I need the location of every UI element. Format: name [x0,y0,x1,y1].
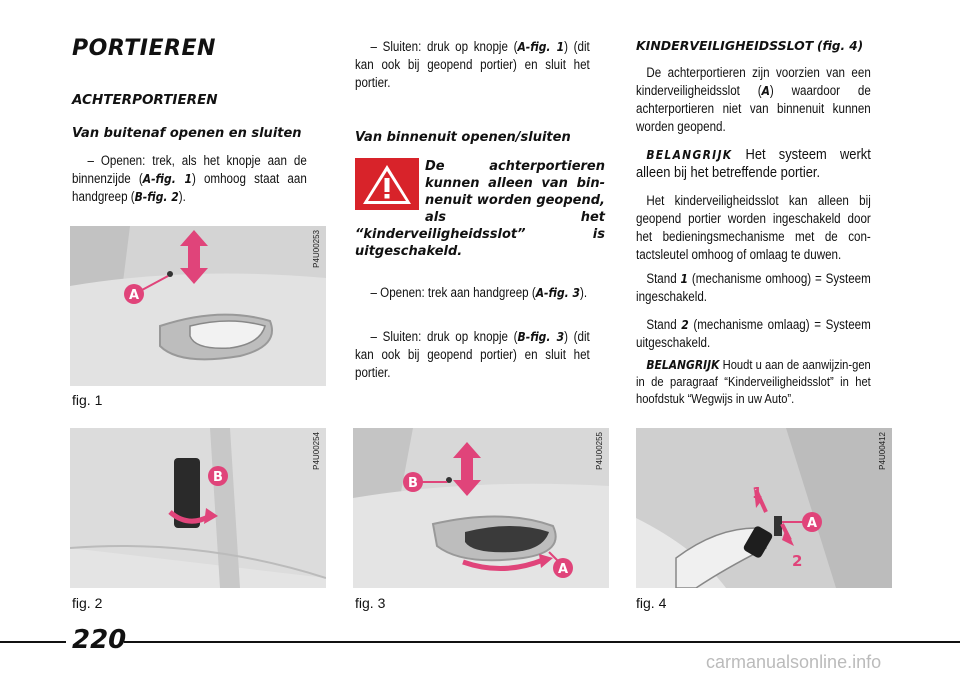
figure-3-caption: fig. 3 [355,595,386,611]
child-lock-heading: KINDERVEILIGHEIDSSLOT (fig. 4) [636,38,864,53]
figure-3-image: B A [353,428,609,588]
figure-3-code: P4U00255 [595,432,604,470]
label-b: B [408,476,418,491]
subheading-outside: Van buitenaf openen en sluiten [72,126,302,141]
paragraph-open-inside: – Openen: trek aan handgreep (A-fig. 3). [370,285,588,300]
figure-2-image: B [70,428,326,588]
label-a: A [129,288,139,303]
watermark: carmanualsonline.info [706,652,882,672]
important-note-2: BELANGRIJK Houdt u aan de aanwijzin-gen … [636,357,871,406]
figure-1-image: A [70,226,326,386]
stand-2-text: Stand 2 (mechanisme omlaag) = Systeem ui… [636,317,871,350]
label-1: 1 [752,484,762,502]
stand-1-text: Stand 1 (mechanisme omhoog) = Systeem in… [636,271,871,304]
child-lock-paragraph: Het kinderveiligheidsslot kan alleen bij… [636,193,871,262]
figure-2-code: P4U00254 [312,432,321,470]
page-number: 220 [72,625,127,655]
warning-icon [355,158,419,210]
important-note-1: BELANGRIJK Het systeem werkt alleen bij … [636,146,871,181]
label-2: 2 [792,552,802,570]
section-heading: ACHTERPORTIEREN [72,92,218,108]
page-title: PORTIEREN [72,36,216,61]
arrow-updown-icon [180,230,208,284]
footer-rule-right [124,641,960,643]
figure-4-caption: fig. 4 [636,595,667,611]
label-b: B [213,470,223,485]
figure-4-code: P4U00412 [878,432,887,470]
subheading-inside: Van binnenuit openen/sluiten [355,130,571,145]
paragraph-open-outside: – Openen: trek, als het knopje aan de bi… [72,153,307,204]
arrow-updown-icon [453,442,481,496]
paragraph-close-outside: – Sluiten: druk op knopje (A-fig. 1) (di… [355,39,590,90]
label-a: A [558,562,568,577]
child-lock-intro: De achterportieren zijn voorzien van een… [636,65,871,134]
label-a: A [807,516,817,531]
paragraph-close-inside: – Sluiten: druk op knopje (B-fig. 3) (di… [355,329,590,380]
figure-1-caption: fig. 1 [72,392,103,408]
figure-4-image: 1 2 A [636,428,892,588]
figure-1-code: P4U00253 [312,230,321,268]
figure-2-caption: fig. 2 [72,595,103,611]
footer-rule-left [0,641,66,643]
warning-text: De achterportieren kunnen alleen van bin… [355,159,605,259]
